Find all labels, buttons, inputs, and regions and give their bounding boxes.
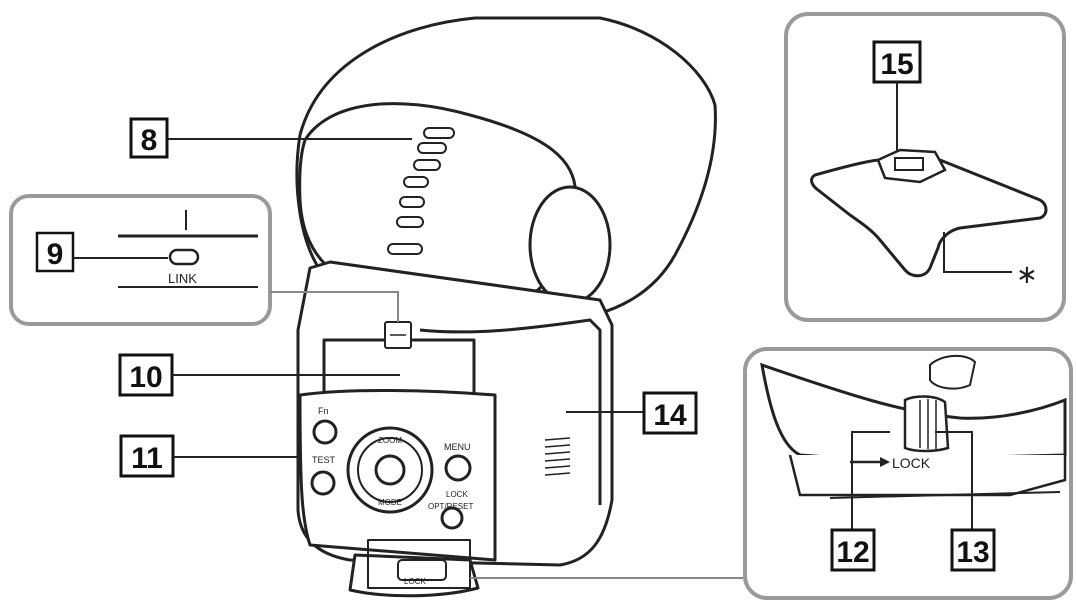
opt-reset-button[interactable] (440, 506, 464, 530)
callout-12-leader (851, 431, 890, 530)
center-button[interactable] (374, 454, 406, 486)
inset-link-lamp: LINK 9 (9, 194, 272, 326)
fn-button[interactable] (312, 419, 338, 445)
callout-15-number: 15 (880, 48, 913, 81)
bounce-angle-scale (387, 127, 455, 255)
flash-unit (295, 16, 717, 598)
fn-label: Fn (318, 406, 329, 416)
callout-14-number: 14 (653, 399, 687, 432)
callout-13-number: 13 (956, 536, 989, 569)
callout-9-number: 9 (47, 238, 64, 271)
callout-14: 14 (566, 391, 698, 435)
link-lamp (168, 248, 200, 266)
flash-head-front-face (528, 185, 612, 305)
test-button[interactable] (310, 470, 336, 496)
foot-lock-lever[interactable] (397, 559, 447, 581)
lock-knob (929, 354, 977, 390)
callout-12-number: 12 (836, 536, 869, 569)
lock-small-label: LOCK (446, 490, 468, 499)
mode-label: MODE (378, 498, 402, 507)
inset-mini-stand: 15 ∗ (784, 12, 1066, 322)
inset-lock-detail: LOCK 12 13 (743, 347, 1073, 600)
callout-13-leader (935, 431, 973, 530)
callout-11: 11 (119, 434, 300, 478)
callout-11-number: 11 (131, 442, 163, 475)
foot-detail-frame (367, 539, 471, 589)
callout-10-number: 10 (129, 361, 162, 394)
asterisk-leader (943, 232, 1012, 273)
asterisk-mark: ∗ (1016, 259, 1038, 289)
callout-8: 8 (129, 117, 412, 159)
menu-button[interactable] (444, 454, 472, 482)
flash-body-side-panel (419, 318, 602, 505)
lock-detail-base (788, 454, 1067, 497)
zoom-label: ZOOM (378, 436, 402, 445)
lock-detail-label: LOCK (892, 455, 931, 471)
callout-10: 10 (118, 353, 400, 397)
callout-8-number: 8 (141, 124, 158, 157)
side-vent (544, 437, 571, 476)
inset-to-sensor-line (270, 291, 399, 322)
test-label: TEST (312, 455, 336, 465)
opt-reset-label: OPT/RESET (428, 502, 473, 511)
foot-lock-label: LOCK (404, 577, 426, 586)
link-label: LINK (168, 271, 197, 286)
lock-dial[interactable] (903, 395, 950, 453)
menu-label: MENU (444, 442, 471, 452)
